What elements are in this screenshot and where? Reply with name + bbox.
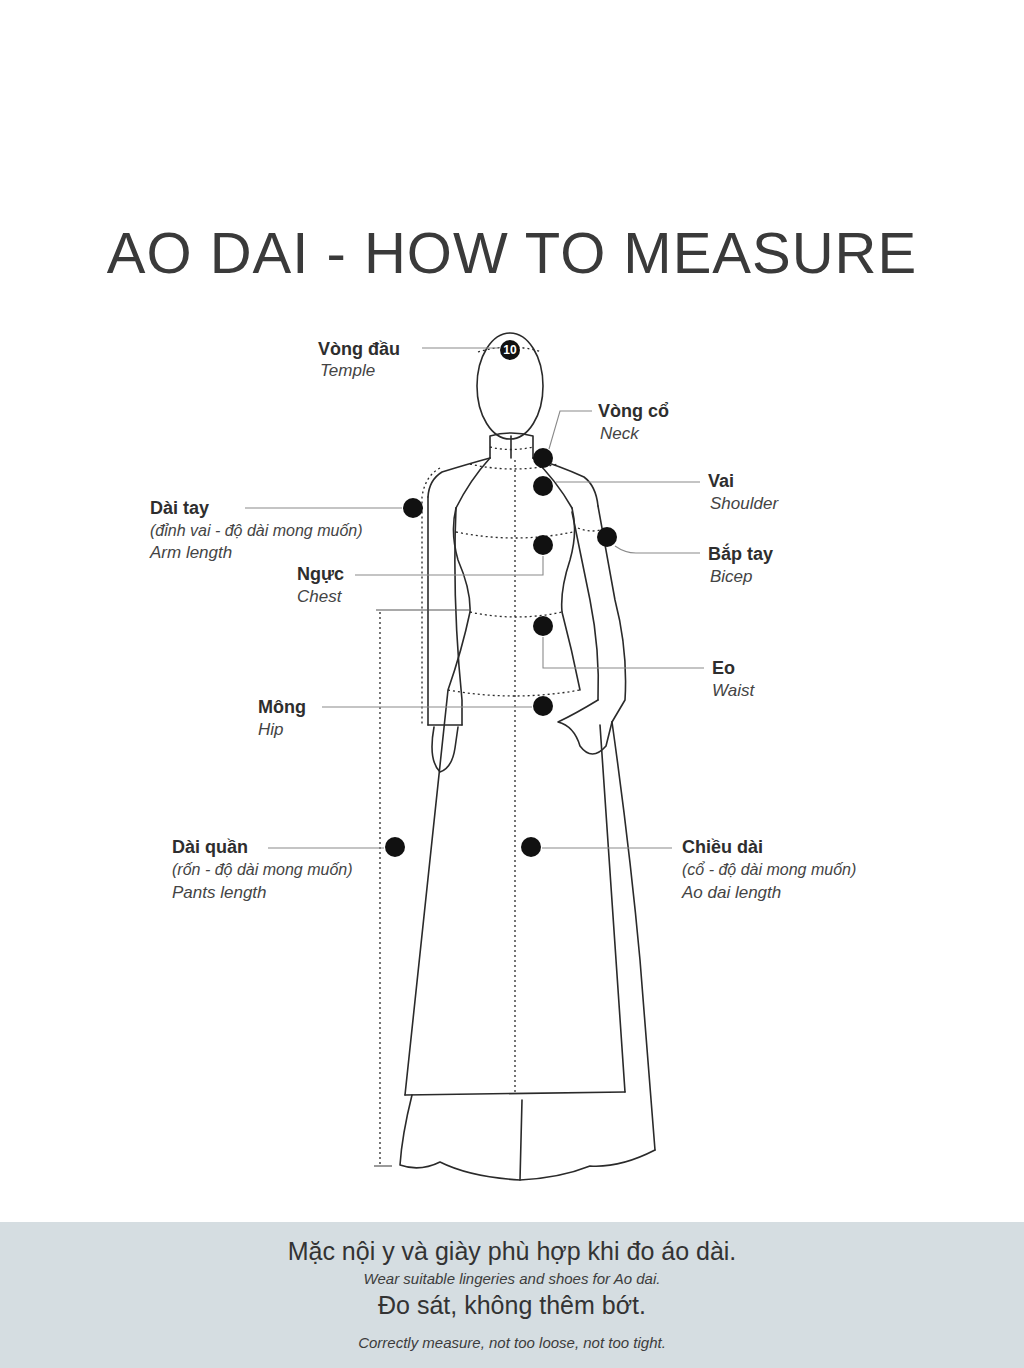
measure-note: (cổ - độ dài mong muốn) bbox=[682, 859, 856, 881]
measure-label-en: Waist bbox=[712, 680, 754, 702]
measure-label: Vai bbox=[708, 470, 734, 492]
measure-label-en: Arm length bbox=[150, 542, 232, 564]
measure-label: Dài quần bbox=[172, 836, 248, 858]
measure-label-en: Ao dai length bbox=[682, 882, 781, 904]
measure-label-en: Chest bbox=[297, 586, 341, 608]
note-text: Đo sát, không thêm bớt. bbox=[0, 1290, 1024, 1320]
measure-note: (rốn - độ dài mong muốn) bbox=[172, 859, 353, 881]
measure-label: Vòng đầu bbox=[318, 338, 400, 360]
measure-label: Dài tay bbox=[150, 497, 209, 519]
figure-outline bbox=[400, 333, 655, 1180]
note-band: Mặc nội y và giày phù hợp khi đo áo dài.… bbox=[0, 1222, 1024, 1368]
leader-lines bbox=[245, 348, 704, 848]
measure-label-en: Hip bbox=[258, 719, 284, 741]
measure-dotted-lines bbox=[380, 347, 606, 1165]
note-text: Mặc nội y và giày phù hợp khi đo áo dài. bbox=[0, 1236, 1024, 1266]
measure-label-en: Temple bbox=[320, 360, 375, 382]
measure-label-en: Pants length bbox=[172, 882, 267, 904]
note-text-en: Wear suitable lingeries and shoes for Ao… bbox=[0, 1270, 1024, 1288]
callout-number: 10 bbox=[503, 343, 516, 357]
measure-label: Ngực bbox=[297, 563, 344, 585]
diagram-title: AO DAI - HOW TO MEASURE bbox=[0, 218, 1024, 288]
measure-label: Bắp tay bbox=[708, 543, 773, 565]
measure-label-en: Shoulder bbox=[710, 493, 778, 515]
measure-dots bbox=[385, 340, 617, 857]
measure-label: Vòng cổ bbox=[598, 400, 669, 422]
pants-measure-ticks bbox=[374, 610, 470, 1166]
measure-note: (đỉnh vai - độ dài mong muốn) bbox=[150, 520, 363, 542]
measure-label-en: Bicep bbox=[710, 566, 753, 588]
measure-label: Eo bbox=[712, 657, 735, 679]
measure-label: Mông bbox=[258, 696, 306, 718]
note-text-en: Correctly measure, not too loose, not to… bbox=[0, 1334, 1024, 1352]
measure-label: Chiều dài bbox=[682, 836, 763, 858]
measure-label-en: Neck bbox=[600, 423, 639, 445]
